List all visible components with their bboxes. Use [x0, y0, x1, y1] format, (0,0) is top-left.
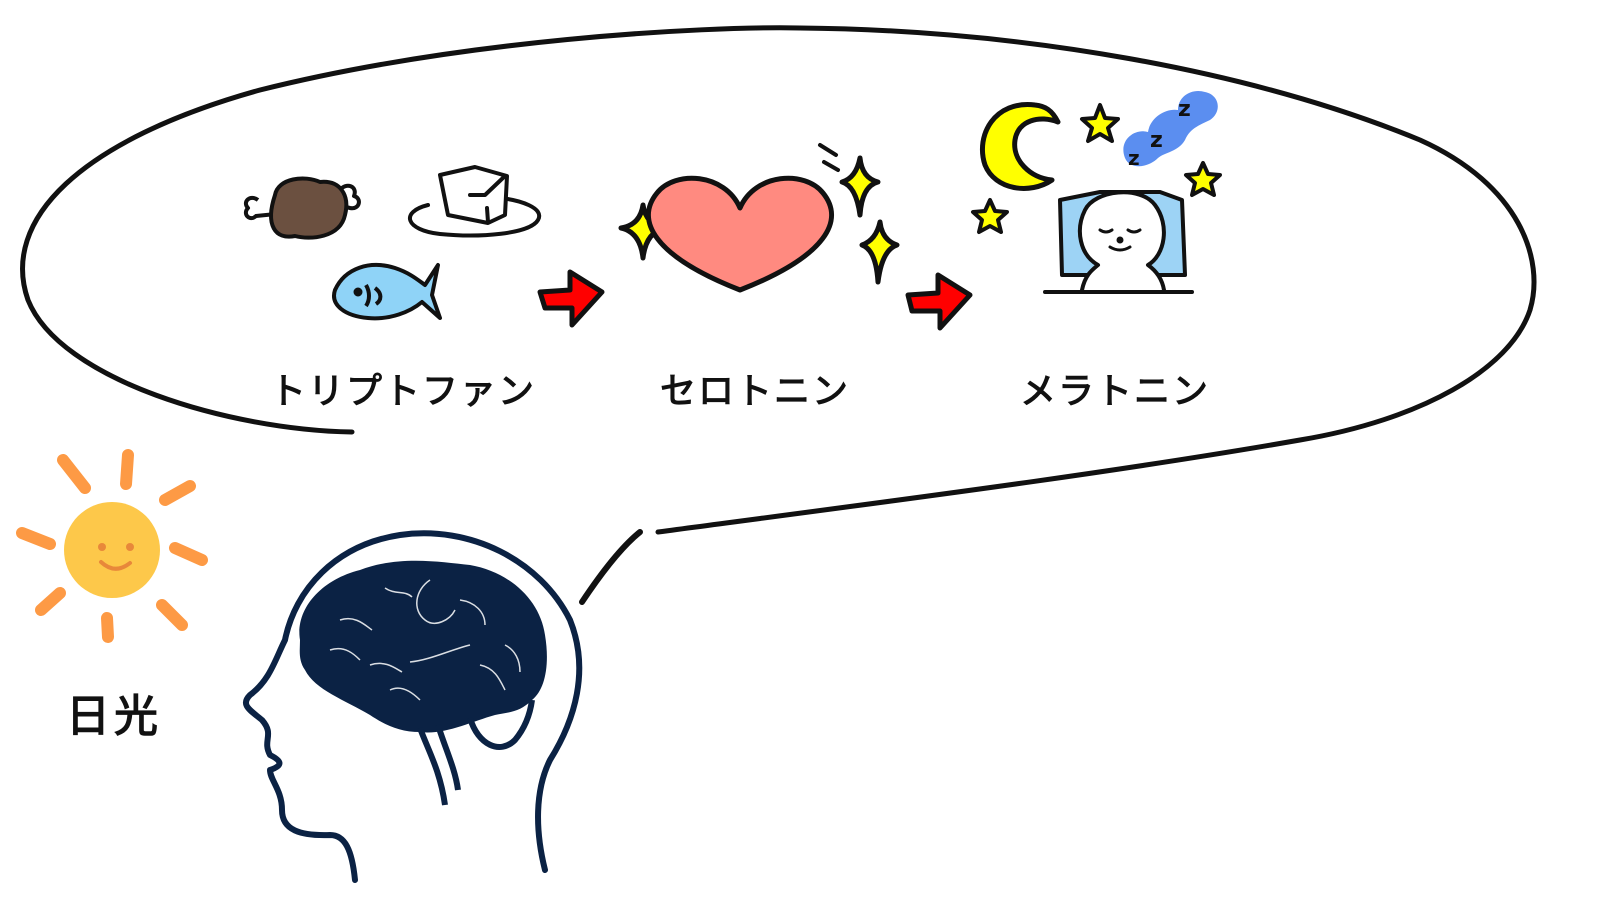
arrow-right-icon — [537, 269, 605, 328]
head-with-brain-icon — [242, 530, 583, 883]
sleeping-face-icon — [1043, 190, 1194, 294]
zzz-icon: z z z — [1123, 90, 1218, 170]
svg-text:z: z — [1128, 146, 1140, 170]
thought-bubble — [20, 25, 1537, 605]
meat-icon — [243, 176, 361, 240]
moon-icon — [979, 102, 1061, 191]
arrow-right-icon — [905, 272, 973, 331]
tryptophan-label: トリプトファン — [270, 371, 537, 412]
smiling-sun-icon — [16, 449, 208, 643]
tofu-icon — [408, 165, 542, 238]
serotonin-label: セロトニン — [660, 371, 851, 412]
fish-icon — [332, 263, 442, 321]
svg-text:z: z — [1178, 97, 1191, 122]
star-icon — [971, 103, 1222, 234]
sunlight-label: 日光 — [66, 691, 162, 742]
svg-text:z: z — [1150, 128, 1163, 153]
motion-lines-icon — [818, 143, 840, 172]
heart-icon — [646, 175, 834, 293]
melatonin-label: メラトニン — [1020, 371, 1211, 412]
sparkle-icon — [839, 155, 900, 285]
